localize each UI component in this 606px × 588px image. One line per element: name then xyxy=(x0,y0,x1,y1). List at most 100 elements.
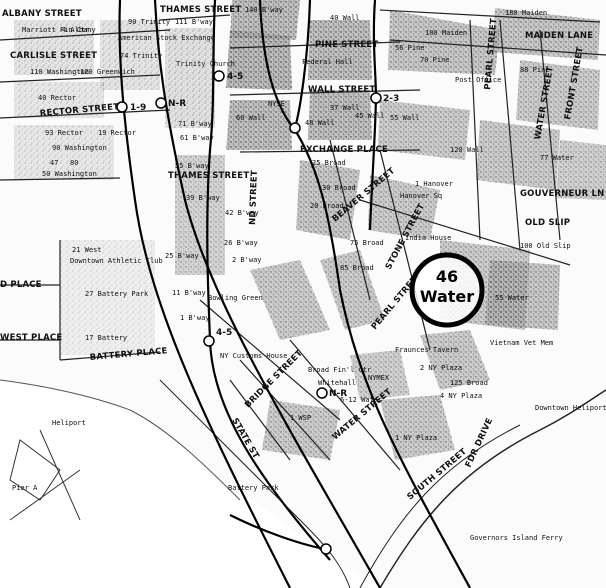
landmark-label: Pier A xyxy=(12,484,38,492)
building-labels: Marriott Fin Ctr 4 Albany 90 Trinity 111… xyxy=(22,6,574,442)
building-label: American Stock Exchange xyxy=(118,34,215,42)
blocks-east xyxy=(226,0,606,460)
site-marker-ring-icon xyxy=(409,252,485,328)
street-label: FDR DRIVE xyxy=(464,417,496,470)
landmark-label: Downtown Athletic Club xyxy=(70,257,163,265)
street-label: GOUVERNEUR LN xyxy=(520,189,605,199)
landmark-label: Battery Park xyxy=(228,484,279,492)
subway-stops xyxy=(116,70,382,555)
building-label: 80 xyxy=(70,159,78,167)
building-label: 61 B'way xyxy=(180,134,214,142)
site-marker[interactable]: 46 Water xyxy=(409,252,485,328)
street-label: THAMES STREET xyxy=(160,5,241,15)
subway-stop-icon[interactable] xyxy=(370,92,382,104)
landmark-label: Fraunces Tavern xyxy=(395,346,458,354)
landmark-label: Bowling Green xyxy=(208,294,263,302)
building-label: 26 B'way xyxy=(224,239,258,247)
subway-lines xyxy=(118,0,471,588)
building-label: 60 Wall xyxy=(236,114,266,122)
street-label: CARLISLE STREET xyxy=(10,51,97,61)
subway-label: 2-3 xyxy=(383,94,399,104)
shoreline-inner xyxy=(359,424,521,588)
building-label: 88 Pine xyxy=(520,66,550,74)
building-label: 70 Pine xyxy=(420,56,450,64)
landmark-label: NY Customs House xyxy=(220,352,287,360)
building-label: 2 NY Plaza xyxy=(420,364,462,372)
building-label: 120 Wall xyxy=(450,146,484,154)
building-label: 56 Pine xyxy=(395,44,425,52)
landmark-label: NYSE xyxy=(268,100,285,108)
building-label: 17 Battery xyxy=(85,334,127,342)
building-label: 25 Broad xyxy=(312,159,346,167)
site-street: Water xyxy=(420,287,474,306)
subway-stop-icon[interactable] xyxy=(320,543,332,555)
building-label: 40 Rector xyxy=(38,94,76,102)
building-label: 47 xyxy=(50,159,58,167)
building-label: 4 Albany xyxy=(62,26,96,34)
building-label: 125 Broad xyxy=(450,379,488,387)
building-label: 6-12 Water xyxy=(340,396,382,404)
building-label: India House xyxy=(405,234,451,242)
streets-grid xyxy=(0,9,606,471)
west-shore xyxy=(0,379,241,501)
landmark-label: Heliport xyxy=(52,419,86,427)
building-label: 50 Washington xyxy=(42,170,97,178)
subway-stop-icon[interactable] xyxy=(316,387,328,399)
building-label: 1 B'way xyxy=(180,314,210,322)
building-label: 90 Trinity xyxy=(128,18,170,26)
landmark-label: Governors Island Ferry xyxy=(470,534,563,542)
building-label: 27 Battery Park xyxy=(85,290,149,298)
street-label: THAMES STREET xyxy=(168,171,249,181)
building-label: 20 Broad xyxy=(310,202,344,210)
subway-stop-icon[interactable] xyxy=(203,335,215,347)
street-label: MAIDEN LANE xyxy=(525,31,593,41)
building-label: 19 Rector xyxy=(98,129,136,137)
building-label: 74 Trinity xyxy=(120,52,162,60)
building-label: 25 B'way xyxy=(165,252,199,260)
heliport-area xyxy=(9,429,81,521)
street-label: ND STREET xyxy=(248,170,260,225)
building-label: 71 B'way xyxy=(178,120,212,128)
river xyxy=(0,380,380,588)
building-label: 55 B'way xyxy=(175,162,209,170)
building-label: Marriott Fin Ctr xyxy=(22,26,89,34)
blocks-west xyxy=(14,20,225,355)
street-label: OLD SLIP xyxy=(525,218,570,228)
building-label: 2 B'way xyxy=(232,256,262,264)
landmark-label: Downtown Heliport xyxy=(535,404,606,412)
landmark-label: Federal Hall xyxy=(302,58,353,66)
building-label: Hanover Sq xyxy=(400,192,442,200)
subway-stop-icon[interactable] xyxy=(213,70,225,82)
building-label: 100 Old Slip xyxy=(520,242,571,250)
street-label: WALL STREET xyxy=(308,85,375,95)
building-label: 110 Washington xyxy=(30,68,89,76)
street-label: WEST PLACE xyxy=(0,333,62,343)
building-label: 4 NY Plaza xyxy=(440,392,482,400)
building-label: 111 B'way xyxy=(175,18,213,26)
building-label: 140 B'way xyxy=(245,6,283,14)
subway-stop-icon[interactable] xyxy=(116,101,128,113)
subway-stop-icon[interactable] xyxy=(155,97,167,109)
building-label: 40 Wall xyxy=(330,14,360,22)
building-label: 1 NY Plaza xyxy=(395,434,437,442)
subway-stop-icon[interactable] xyxy=(289,122,301,134)
building-label: 11 B'way xyxy=(172,289,206,297)
street-label: PINE STREET xyxy=(315,40,378,50)
building-label: 1 Hanover xyxy=(415,180,453,188)
building-label: 85 Broad xyxy=(340,264,374,272)
building-label: 42 B'way xyxy=(225,209,259,217)
building-label: 77 Water xyxy=(540,154,574,162)
building-label: 100 Maiden xyxy=(425,29,467,37)
building-label: 21 West xyxy=(72,246,102,254)
building-label: Whitehall xyxy=(318,379,356,387)
landmark-label: Vietnam Vet Mem xyxy=(490,339,553,347)
building-label: 30 Broad xyxy=(322,184,356,192)
building-label: 48 Wall xyxy=(305,119,335,127)
building-label: 75 Broad xyxy=(350,239,384,247)
building-label: 45 Wall xyxy=(355,112,385,120)
building-label: 39 B'way xyxy=(186,194,220,202)
street-label: ALBANY STREET xyxy=(2,9,82,19)
subway-label: 4-5 xyxy=(216,328,232,338)
building-label: Broad Fin'l Ctr xyxy=(308,366,371,374)
